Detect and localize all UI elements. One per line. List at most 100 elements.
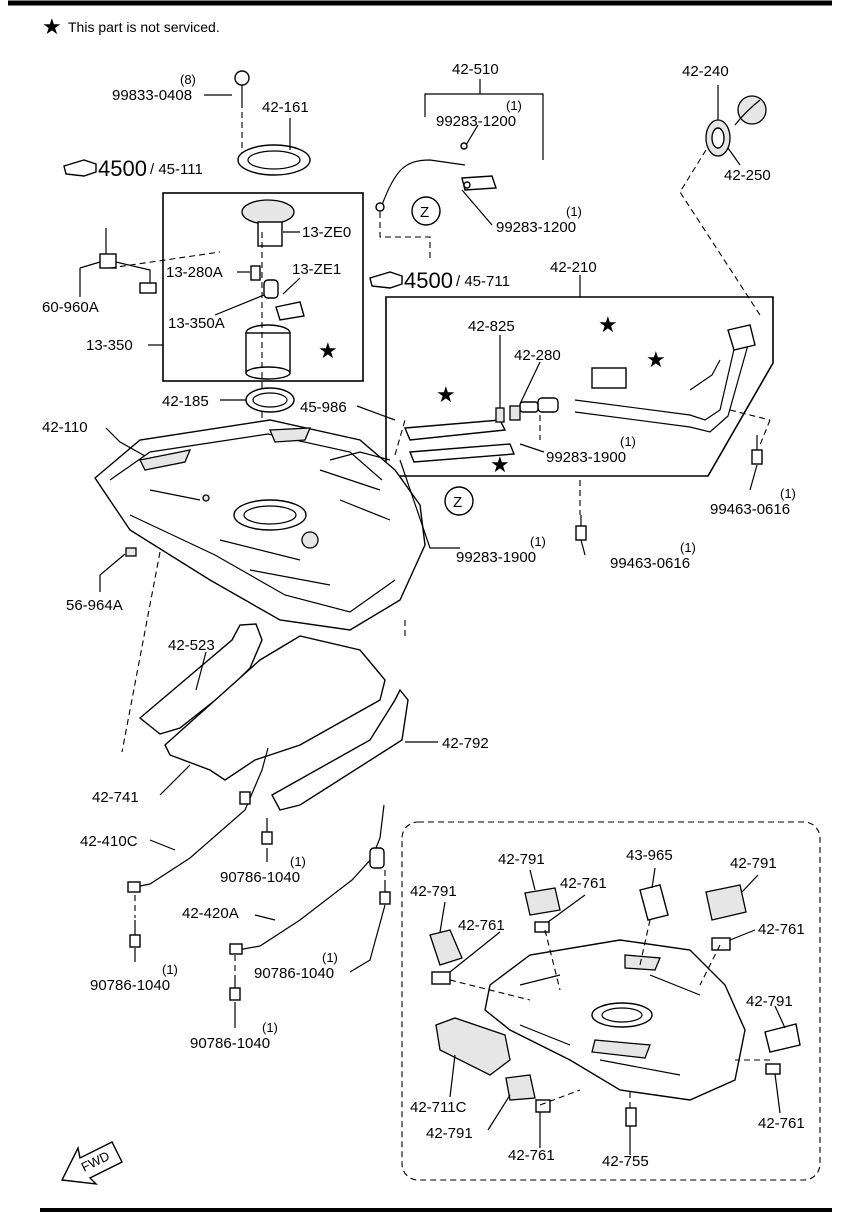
star-icon-breather: ★: [490, 453, 510, 478]
bolt-icon-3: [261, 818, 273, 845]
label-13-350: 13-350: [86, 337, 133, 354]
label-42-791-a: 42-791: [410, 883, 457, 900]
label-99833-0408-qty: (8): [180, 72, 196, 87]
label-13-280A: 13-280A: [166, 264, 223, 281]
ref-1-number: 4500: [98, 156, 147, 181]
label-13-ZE0: 13-ZE0: [302, 224, 351, 241]
leader-lines: [79, 79, 786, 1155]
callout-z-top-label: Z: [420, 204, 429, 221]
hose-clamp: [495, 407, 505, 423]
inset-fuel-tank: [484, 939, 746, 1101]
bolt-icon-4: [129, 920, 141, 948]
pad-42-761-c: [711, 937, 731, 951]
label-42-761-d: 42-761: [758, 1115, 805, 1132]
label-42-280: 42-280: [514, 347, 561, 364]
vent-hose: [381, 159, 466, 206]
label-42-755: 42-755: [602, 1153, 649, 1170]
heat-shield-42-741: [164, 635, 386, 781]
label-42-791-b: 42-791: [498, 851, 545, 868]
pad-42-755: [625, 1107, 637, 1127]
label-99463-0616-a: 99463-0616: [710, 501, 790, 518]
fuel-tank: [94, 419, 426, 631]
hose-clamp-2: [509, 405, 521, 421]
label-90786-1040-a-qty: (1): [290, 854, 306, 869]
label-90786-1040-c: 90786-1040: [90, 977, 170, 994]
callout-z-bottom-label: Z: [453, 494, 462, 511]
breather-hose: [408, 443, 516, 463]
label-99283-1200-b-qty: (1): [566, 204, 582, 219]
insulator-43-965: [639, 884, 669, 921]
tank-strap-42-410C: [129, 747, 269, 889]
filler-label-plate: [591, 367, 627, 389]
hand-reference-icon-2: [369, 271, 403, 289]
label-42-761-c: 42-761: [758, 921, 805, 938]
label-99283-1900-a: 99283-1900: [546, 449, 626, 466]
fuel-cap: [705, 95, 767, 157]
label-99283-1900-b-qty: (1): [530, 534, 546, 549]
forward-arrow-icon: FWD: [60, 1141, 123, 1185]
label-42-741: 42-741: [92, 789, 139, 806]
retainer-ring: [237, 144, 311, 176]
heat-shield-42-792: [271, 688, 409, 811]
star-icon: ★: [42, 15, 62, 40]
label-90786-1040-c-qty: (1): [162, 962, 178, 977]
label-42-210: 42-210: [550, 259, 597, 276]
ref-1-page: / 45-111: [150, 161, 203, 178]
label-42-761-b: 42-761: [458, 917, 505, 934]
label-42-791-c: 42-791: [730, 855, 777, 872]
label-99283-1200-b: 99283-1200: [496, 219, 576, 236]
label-90786-1040-a: 90786-1040: [220, 869, 300, 886]
insulator-42-791-c: [705, 884, 747, 921]
pad-42-761-b: [534, 921, 550, 933]
label-99283-1200-a-qty: (1): [506, 98, 522, 113]
bolt-icon: [751, 435, 763, 465]
star-icon-pump: ★: [318, 339, 338, 364]
label-90786-1040-d: 90786-1040: [190, 1035, 270, 1052]
filler-pipe: [519, 324, 756, 433]
regulator: [250, 265, 261, 281]
callout-z-top: [411, 196, 441, 226]
fuel-filter: [263, 279, 279, 299]
label-42-185: 42-185: [162, 393, 209, 410]
label-42-410C: 42-410C: [80, 833, 138, 850]
insulator-42-791-a: [429, 929, 463, 966]
label-90786-1040-b: 90786-1040: [254, 965, 334, 982]
label-99283-1200-a: 99283-1200: [436, 113, 516, 130]
filler-pipe-box: [385, 296, 774, 477]
insulator-42-791-e: [505, 1074, 536, 1101]
label-99463-0616-b: 99463-0616: [610, 555, 690, 572]
heat-shield-42-523: [138, 623, 263, 735]
label-42-792: 42-792: [442, 735, 489, 752]
label-42-510: 42-510: [452, 61, 499, 78]
label-42-161: 42-161: [262, 99, 309, 116]
label-90786-1040-b-qty: (1): [322, 950, 338, 965]
screw-icon: [234, 70, 250, 108]
label-42-523: 42-523: [168, 637, 215, 654]
label-42-761-a: 42-761: [560, 875, 607, 892]
pump-flange: [241, 199, 295, 225]
label-99283-1900-b: 99283-1900: [456, 549, 536, 566]
label-13-350A: 13-350A: [168, 315, 225, 332]
callout-z-bottom: [444, 486, 474, 516]
group-box-42-510: [424, 93, 544, 160]
bracket-56-964A: [125, 547, 137, 557]
label-42-825: 42-825: [468, 318, 515, 335]
fuel-pump-body: [245, 324, 291, 380]
label-42-240: 42-240: [682, 63, 729, 80]
label-99463-0616-a-qty: (1): [780, 486, 796, 501]
label-99283-1900-a-qty: (1): [620, 434, 636, 449]
label-90786-1040-d-qty: (1): [262, 1020, 278, 1035]
tank-strap-42-420A: [237, 804, 385, 951]
label-99833-0408: 99833-0408: [112, 87, 192, 104]
star-icon-pipe: ★: [646, 348, 666, 373]
bolt-icon-2: [575, 515, 587, 541]
bolt-icon-5: [379, 880, 391, 905]
pad-42-761-e: [535, 1099, 551, 1113]
label-42-250: 42-250: [724, 167, 771, 184]
label-60-960A: 60-960A: [42, 299, 99, 316]
filler-hose: [403, 419, 507, 441]
label-43-965: 43-965: [626, 847, 673, 864]
insulator-42-791-b: [524, 887, 561, 916]
bolt-icon-6: [229, 975, 241, 1001]
